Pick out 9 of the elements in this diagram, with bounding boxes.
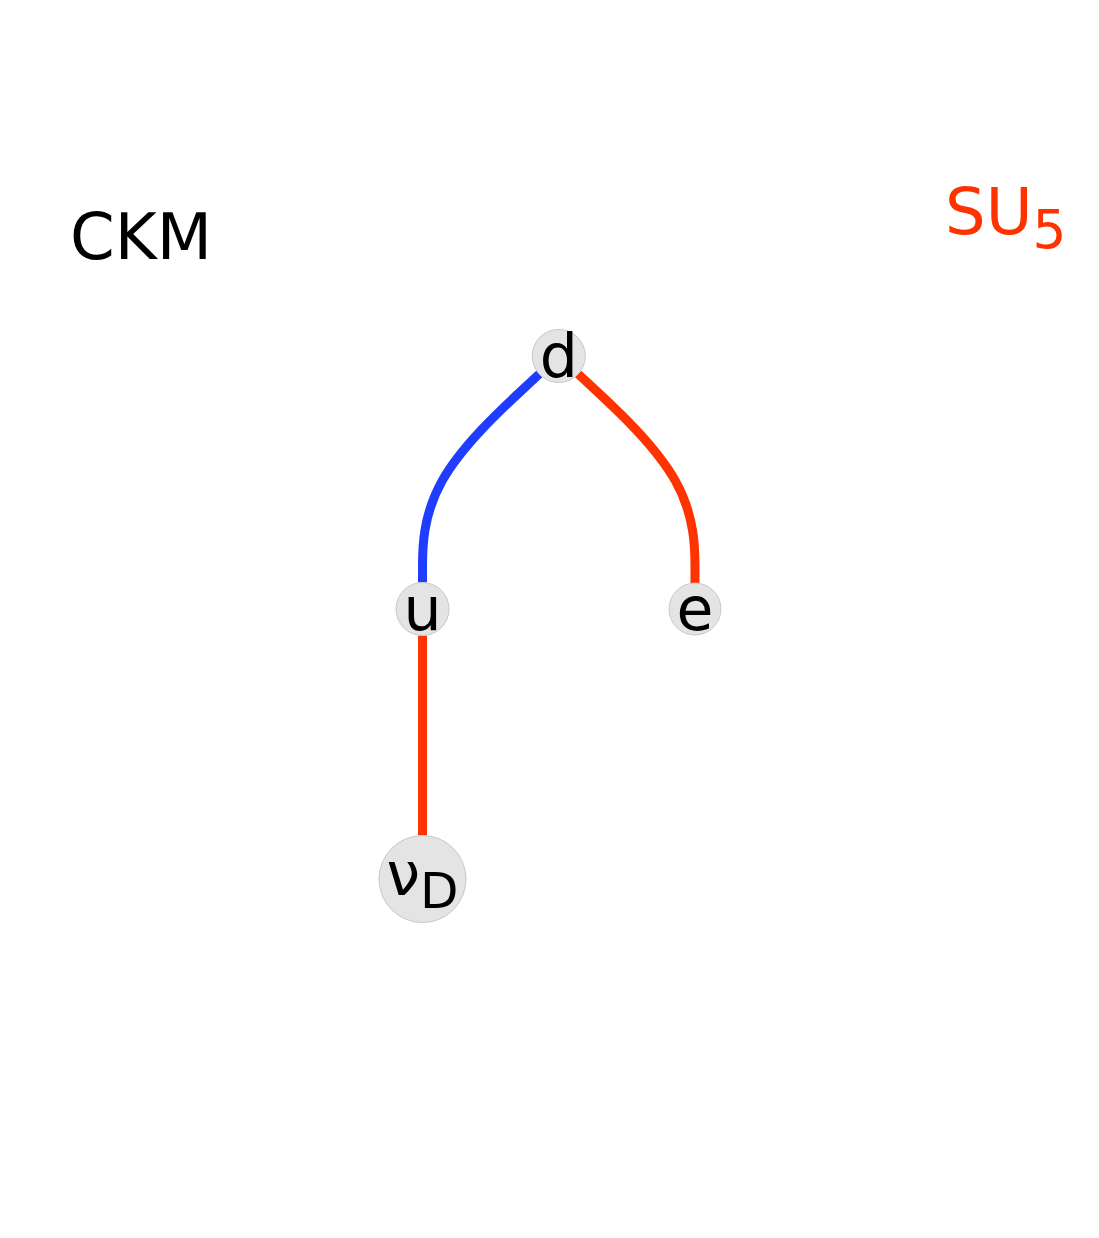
node-circle: e (668, 582, 722, 636)
node-circle: d (531, 328, 586, 383)
node-circle: u (395, 582, 450, 637)
annotation-text: CKM (70, 200, 212, 274)
node-circle: ν$_{D}$ (378, 835, 467, 924)
connector (418, 635, 428, 836)
annotation-text: SU$_{5}$ (945, 175, 1067, 261)
connector (418, 370, 543, 583)
connector (575, 370, 700, 584)
